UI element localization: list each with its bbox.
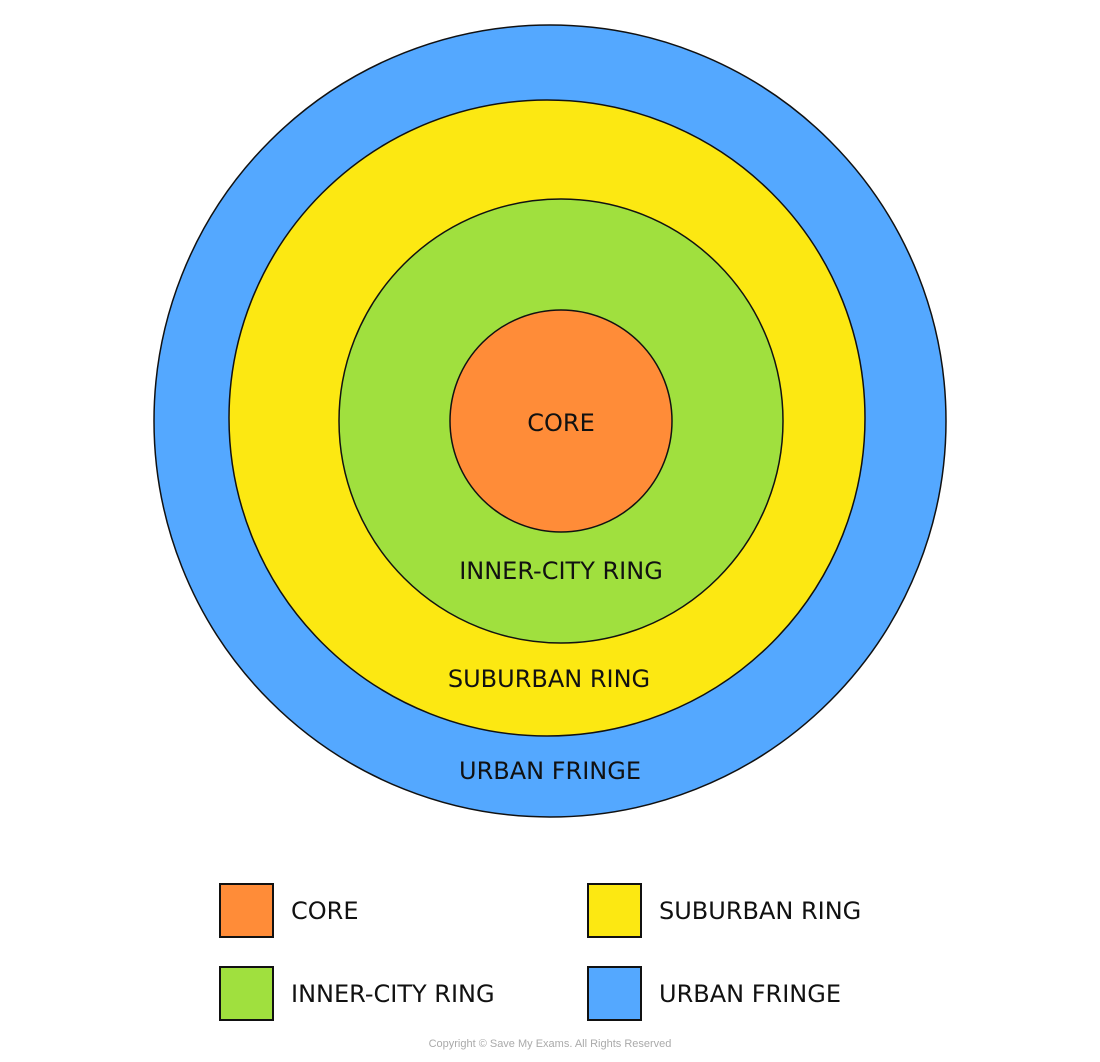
legend-item: SUBURBAN RING <box>587 883 861 938</box>
legend-item: URBAN FRINGE <box>587 966 841 1021</box>
legend-label: URBAN FRINGE <box>659 980 841 1008</box>
legend-item: INNER-CITY RING <box>219 966 495 1021</box>
legend-item: CORE <box>219 883 359 938</box>
ring-core <box>449 309 673 533</box>
legend-label: SUBURBAN RING <box>659 897 861 925</box>
ring-label-inner-city: INNER-CITY RING <box>459 557 663 585</box>
copyright-text: Copyright © Save My Exams. All Rights Re… <box>428 1038 672 1050</box>
ring-label-core: CORE <box>527 409 595 437</box>
legend-label: INNER-CITY RING <box>291 980 495 1008</box>
legend-swatch <box>587 883 642 938</box>
ring-label-suburban: SUBURBAN RING <box>448 665 650 693</box>
legend-label: CORE <box>291 897 359 925</box>
ring-label-urban-fringe: URBAN FRINGE <box>459 757 641 785</box>
legend-swatch <box>587 966 642 1021</box>
legend-swatch <box>219 966 274 1021</box>
legend-swatch <box>219 883 274 938</box>
